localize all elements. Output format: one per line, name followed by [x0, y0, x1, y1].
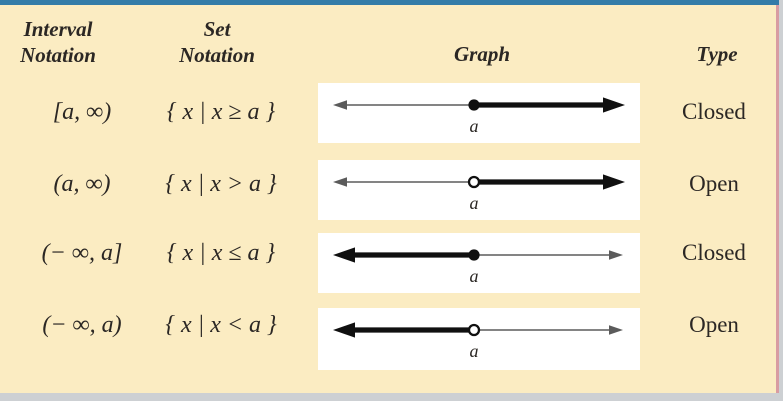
interval-type-label: Closed: [682, 240, 746, 265]
interval-notation-value: (a, ∞): [53, 170, 111, 197]
interval-notation-value: [a, ∞): [52, 98, 112, 125]
right-accent-edge: [776, 0, 779, 393]
table-row: (− ∞, a) { x | x < a } a Open: [0, 308, 783, 370]
small-arrowhead-right: [609, 325, 623, 335]
number-line-graph: a: [318, 83, 640, 143]
number-line-svg: a: [333, 247, 623, 286]
top-border-bar: [0, 0, 779, 5]
bold-arrowhead-left: [333, 322, 355, 338]
number-line-graph: a: [318, 233, 640, 293]
number-line-svg: a: [333, 174, 625, 213]
point-label: a: [470, 193, 479, 213]
point-label: a: [470, 116, 479, 136]
table-row: [a, ∞) { x | x ≥ a } a Closed: [0, 83, 783, 143]
small-arrowhead-left: [333, 177, 347, 187]
table-row: (a, ∞) { x | x > a } a Open: [0, 160, 783, 220]
small-arrowhead-left: [333, 100, 347, 110]
set-notation-value: { x | x > a }: [165, 170, 277, 197]
closed-endpoint-dot: [468, 99, 480, 111]
bold-arrowhead-right: [603, 97, 625, 113]
header-graph: Graph: [453, 42, 511, 66]
point-label: a: [470, 341, 479, 361]
closed-endpoint-dot: [468, 249, 480, 261]
right-shadow-edge: [779, 0, 783, 401]
interval-notation-value: (− ∞, a): [42, 311, 122, 338]
interval-type-label: Closed: [682, 99, 746, 124]
header-set-notation: Set Notation: [157, 16, 277, 68]
header-type: Type: [696, 42, 738, 66]
bottom-shadow-bar: [0, 393, 783, 401]
open-endpoint-circle: [467, 323, 481, 337]
number-line-svg: a: [333, 322, 623, 361]
interval-notation-value: (− ∞, a]: [41, 239, 123, 266]
number-line-graph: a: [318, 308, 640, 370]
header-interval-line1: Interval: [23, 17, 93, 41]
bold-arrowhead-left: [333, 247, 355, 263]
set-notation-value: { x | x ≤ a }: [166, 239, 276, 266]
header-set-line1: Set: [203, 17, 231, 41]
header-interval-line2: Notation: [20, 43, 96, 67]
number-line-svg: a: [333, 97, 625, 136]
interval-type-label: Open: [689, 171, 739, 196]
table-row: (− ∞, a] { x | x ≤ a } a Closed: [0, 233, 783, 293]
number-line-graph: a: [318, 160, 640, 220]
small-arrowhead-right: [609, 250, 623, 260]
set-notation-value: { x | x < a }: [165, 311, 277, 338]
open-endpoint-circle: [467, 175, 481, 189]
point-label: a: [470, 266, 479, 286]
interval-type-label: Open: [689, 312, 739, 337]
header-set-line2: Notation: [179, 43, 255, 67]
set-notation-value: { x | x ≥ a }: [166, 98, 276, 125]
header-interval-notation: Interval Notation: [0, 16, 118, 68]
bold-arrowhead-right: [603, 174, 625, 190]
